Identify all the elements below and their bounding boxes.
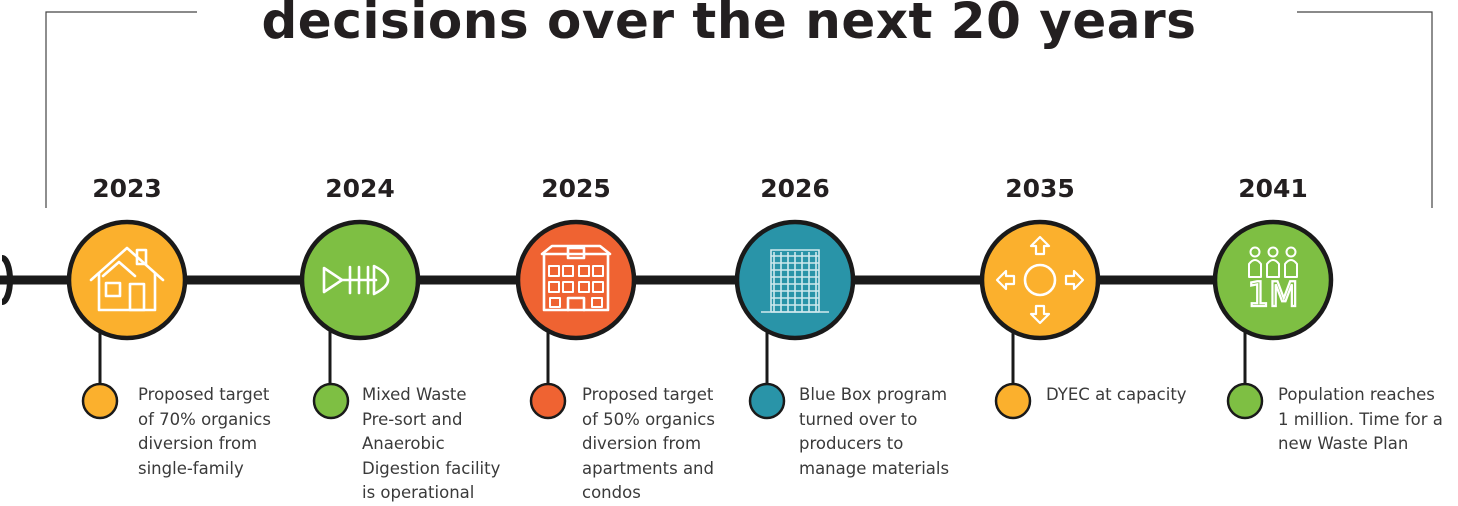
milestone-year: 2026 bbox=[760, 174, 830, 203]
milestone-2023 bbox=[66, 219, 188, 420]
milestone-dot bbox=[994, 382, 1032, 420]
description-line: producers to bbox=[799, 434, 904, 453]
frame-bracket-right bbox=[1297, 11, 1433, 208]
description-line: Population reaches bbox=[1278, 385, 1435, 404]
description-line: Anaerobic bbox=[362, 434, 445, 453]
icon-label-1m: 1M bbox=[1248, 275, 1299, 315]
description-line: Mixed Waste bbox=[362, 385, 467, 404]
milestone-2041: 1M bbox=[1212, 219, 1334, 420]
description-line: of 50% organics bbox=[582, 409, 715, 429]
description-line: turned over to bbox=[799, 409, 918, 429]
description-line: apartments and bbox=[582, 458, 714, 478]
milestone-description: DYEC at capacity bbox=[1046, 383, 1187, 408]
frame-bracket-left bbox=[45, 11, 197, 208]
milestone-year: 2025 bbox=[541, 174, 611, 203]
milestone-description: Proposed target of 50% organics diversion … bbox=[582, 383, 715, 506]
description-line: Proposed target bbox=[138, 385, 270, 404]
milestone-circle bbox=[979, 219, 1101, 341]
description-line: Pre-sort and bbox=[362, 409, 463, 429]
milestone-dot bbox=[81, 382, 119, 420]
milestone-year: 2041 bbox=[1238, 174, 1308, 203]
description-line: new Waste Plan bbox=[1278, 434, 1409, 453]
milestone-description: Blue Box program turned over to producers … bbox=[799, 383, 949, 481]
milestone-2026 bbox=[734, 219, 856, 420]
milestone-2035 bbox=[979, 219, 1101, 420]
description-line: Digestion facility bbox=[362, 458, 501, 478]
timeline-start-cap bbox=[1, 255, 13, 305]
description-line: DYEC at capacity bbox=[1046, 385, 1187, 404]
description-line: single-family bbox=[138, 458, 244, 478]
fish-bone-icon bbox=[322, 264, 390, 296]
milestone-dot bbox=[748, 382, 786, 420]
house-icon bbox=[89, 246, 165, 312]
description-line: Blue Box program bbox=[799, 385, 948, 404]
apartment-building-icon bbox=[540, 244, 612, 312]
expanding-arrows-icon bbox=[995, 235, 1085, 325]
milestone-description: Population reaches 1 million. Time for a n… bbox=[1278, 383, 1443, 457]
milestone-year: 2024 bbox=[325, 174, 395, 203]
milestone-circle bbox=[1212, 219, 1334, 341]
description-line: is operational bbox=[362, 483, 475, 502]
milestone-dot bbox=[1226, 382, 1264, 420]
milestone-dot bbox=[529, 382, 567, 420]
milestone-dot bbox=[312, 382, 350, 420]
description-line: manage materials bbox=[799, 458, 950, 478]
milestone-year: 2023 bbox=[92, 174, 162, 203]
description-line: of 70% organics bbox=[138, 409, 271, 429]
page-title: decisions over the next 20 years bbox=[261, 0, 1197, 50]
milestone-2025 bbox=[515, 219, 637, 420]
description-line: diversion from bbox=[582, 434, 702, 453]
milestone-description: Proposed target of 70% organics diversion … bbox=[138, 383, 271, 481]
milestone-2024 bbox=[299, 219, 421, 420]
milestone-year: 2035 bbox=[1005, 174, 1075, 203]
population-icon: 1M bbox=[1246, 246, 1300, 316]
milestone-circle bbox=[515, 219, 637, 341]
house-roof bbox=[89, 246, 165, 282]
description-line: diversion from bbox=[138, 434, 258, 453]
description-line: Proposed target bbox=[582, 385, 714, 404]
highrise-building-icon bbox=[761, 249, 829, 313]
milestone-circle bbox=[66, 219, 188, 341]
description-line: 1 million. Time for a bbox=[1278, 409, 1443, 429]
description-line: condos bbox=[582, 483, 641, 502]
